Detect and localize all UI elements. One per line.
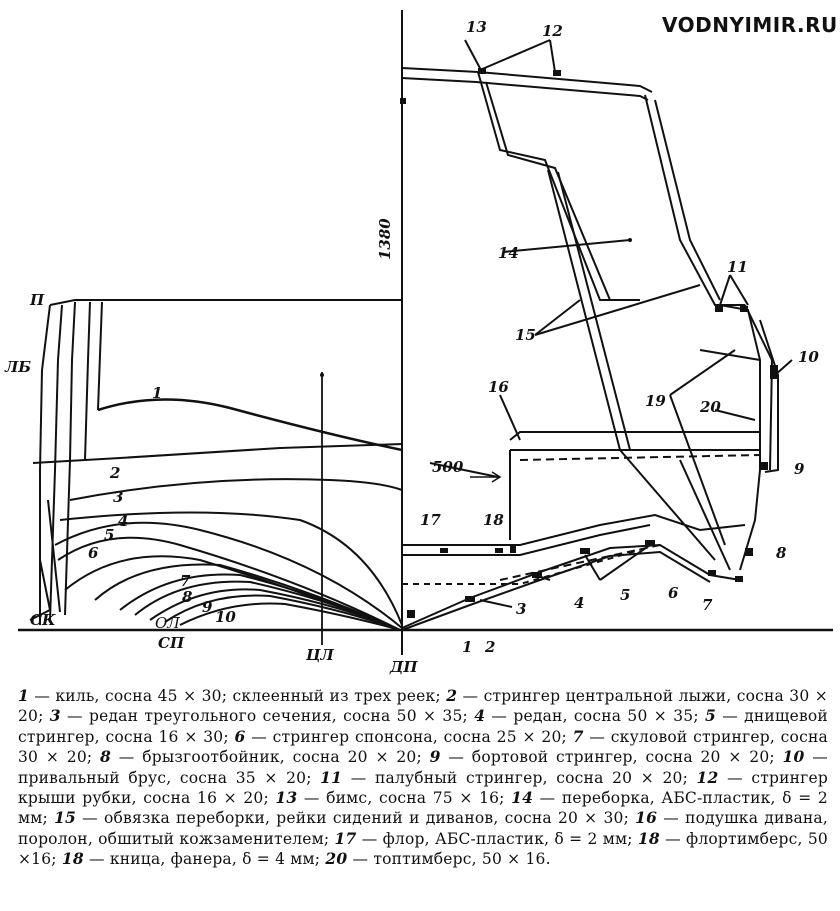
dimension-label: 1380 (376, 218, 394, 260)
hull-section-drawing: VODNYIMIR.RU (4, 10, 838, 676)
legend-item-18b: 18 — кница, фанера, δ = 4 мм; (61, 849, 321, 869)
right-part-19: 19 (645, 392, 666, 410)
left-part-5: 5 (104, 526, 114, 544)
legend-item-4: 4 — редан, сосна 50 × 35; (474, 706, 699, 726)
right-part-20: 20 (699, 398, 721, 416)
right-part-9: 9 (794, 460, 805, 478)
line-label-cl: ЦЛ (305, 646, 334, 664)
left-part-4: 4 (118, 512, 128, 530)
right-part-7: 7 (702, 596, 713, 614)
offset-label: 500 (432, 458, 464, 476)
right-part-16: 16 (488, 378, 509, 396)
left-part-3: 3 (113, 488, 123, 506)
right-part-2: 2 (484, 638, 495, 656)
left-part-8: 8 (182, 588, 193, 606)
left-part-6: 6 (88, 544, 99, 562)
legend-item-13: 13 — бимс, сосна 75 × 16; (275, 788, 505, 808)
watermark: VODNYIMIR.RU (662, 13, 838, 37)
right-part-8: 8 (776, 544, 787, 562)
legend-item-1: 1 — киль, сосна 45 × 30; склеенный из тр… (18, 686, 441, 705)
legend-item-11: 11 — палубный стрингер, сосна 20 × 20; (320, 767, 688, 787)
legend-item-16: 16 — подушка дивана, поролон, обшитый ко… (18, 808, 828, 848)
legend-item-17: 17 — флор, АБС-пластик, δ = 2 мм; (334, 828, 633, 848)
right-part-17: 17 (420, 511, 441, 529)
legend-item-2: 2 — стрингер центральной лыжи, сосна 30 … (18, 686, 828, 726)
left-part-2: 2 (109, 464, 120, 482)
legend-item-15: 15 — обвязка переборки, рейки сидений и … (54, 808, 630, 828)
legend-item-20: 20 — топтимберс, 50 × 16. (325, 849, 551, 869)
line-label-sp: СП (158, 634, 185, 652)
right-part-1: 1 (462, 638, 472, 656)
body-plan-left (29, 299, 403, 631)
left-part-1: 1 (152, 384, 162, 402)
line-label-dp: ДП (389, 658, 418, 676)
right-part-13: 13 (466, 18, 487, 36)
right-part-11: 11 (727, 258, 748, 276)
right-part-12: 12 (542, 22, 563, 40)
right-part-6: 6 (668, 584, 679, 602)
legend-item-7: 7 — скуловой стрингер, сосна 30 × 20; (18, 726, 828, 767)
legend-item-5: 5 — днищевой стрингер, сосна 16 × 30; (18, 706, 828, 746)
left-part-10: 10 (215, 608, 236, 626)
right-part-3: 3 (516, 600, 526, 618)
line-label-sk: СК (30, 611, 56, 629)
right-part-4: 4 (574, 594, 584, 612)
legend-item-6: 6 — стрингер спонсона, сосна 25 × 20; (234, 726, 567, 746)
line-label-lb: ЛБ (4, 358, 31, 376)
legend-item-8: 8 — брызгоотбойник, сосна 20 × 20; (100, 747, 422, 767)
left-part-9: 9 (202, 598, 213, 616)
right-part-15: 15 (515, 326, 536, 344)
right-part-18: 18 (483, 511, 504, 529)
legend-item-3: 3 — редан треугольного сечения, сосна 50… (49, 706, 468, 726)
right-part-5: 5 (620, 586, 630, 604)
parts-legend: 1 — киль, сосна 45 × 30; склеенный из тр… (18, 686, 828, 906)
section-right (401, 39, 793, 631)
line-label-ol: ОЛ (155, 614, 180, 632)
line-label-p: П (29, 291, 45, 309)
legend-item-9: 9 — бортовой стрингер, сосна 20 × 20; (429, 747, 775, 767)
legend-item-10: 10 — привальный брус, сосна 35 × 20; (18, 747, 828, 787)
left-part-7: 7 (180, 572, 191, 590)
legend-item-12: 12 — стрингер крыши рубки, сосна 16 × 20… (18, 767, 828, 808)
legend-item-14: 14 — переборка, АБС-пластик, δ = 2 мм; (18, 788, 828, 828)
legend-item-18: 18 — флортимберс, 50 ×16; (18, 828, 828, 869)
right-part-14: 14 (498, 244, 519, 262)
right-part-10: 10 (798, 348, 819, 366)
